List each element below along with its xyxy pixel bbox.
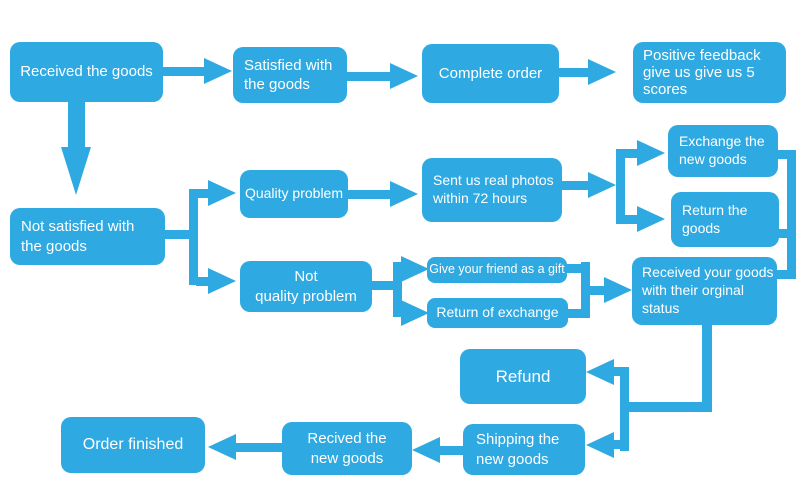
connector-notquality-feed — [372, 281, 397, 290]
arrowhead-right-icon — [390, 63, 418, 89]
node-return-goods: Return the goods — [671, 192, 779, 247]
node-label: Received your goods with their orginal s… — [642, 264, 774, 316]
arrowhead-right-icon — [588, 59, 616, 85]
arrow-merge-stem — [590, 286, 606, 295]
arrowhead-left-icon — [412, 437, 440, 463]
node-label: Positive feedback give us give us 5 scor… — [643, 46, 761, 99]
node-label: Not satisfied with the goods — [21, 218, 135, 255]
connector-notsatisfied-feed — [165, 230, 192, 239]
arrowhead-right-icon — [637, 140, 665, 166]
arrow-refund-stem — [612, 367, 624, 376]
node-label: Exchange the new goods — [679, 133, 765, 167]
node-label: Recived the new goods — [307, 430, 387, 467]
node-not-quality-problem: Not quality problem — [240, 261, 372, 312]
arrow-to-quality-stem — [196, 189, 210, 198]
connector-photos-bus — [616, 149, 625, 224]
node-order-finished: Order finished — [61, 417, 205, 473]
node-refund: Refund — [460, 349, 586, 404]
arrow-to-notquality-stem — [196, 277, 210, 286]
node-give-gift: Give your friend as a gift — [427, 257, 567, 283]
node-shipping: Shipping the new goods — [463, 424, 585, 475]
connector-gift-stub — [567, 264, 583, 273]
node-label: Shipping the new goods — [476, 431, 560, 468]
arrowhead-down-icon — [61, 147, 91, 195]
arrowhead-right-icon — [401, 300, 429, 326]
connector-down-horizontal — [620, 402, 712, 412]
arrow-recived-to-finished-stem — [236, 443, 282, 452]
node-positive-feedback: Positive feedback give us give us 5 scor… — [633, 42, 786, 103]
node-exchange-new-goods: Exchange the new goods — [668, 125, 778, 177]
node-label: Complete order — [438, 64, 543, 82]
node-complete-order: Complete order — [422, 44, 559, 103]
arrowhead-right-icon — [208, 268, 236, 294]
node-label: Not quality problem — [255, 268, 357, 305]
arrow-received-to-notsatisfied — [68, 100, 85, 150]
node-satisfied: Satisfied with the goods — [233, 47, 347, 103]
arrow-photos-stem — [562, 181, 590, 190]
node-quality-problem: Quality problem — [240, 170, 348, 218]
node-label: Satisfied with the goods — [244, 56, 333, 93]
node-label: Quality problem — [244, 185, 344, 202]
arrow-complete-to-feedback — [559, 68, 590, 77]
node-sent-photos: Sent us real photos within 72 hours — [422, 158, 562, 222]
connector-into-received-original — [777, 270, 796, 279]
connector-split-bus — [620, 367, 629, 451]
arrowhead-right-icon — [390, 181, 418, 207]
arrowhead-right-icon — [604, 277, 632, 303]
node-received-goods: Received the goods — [10, 42, 163, 102]
arrow-to-return-stem — [625, 215, 639, 224]
node-label: Give your friend as a gift — [429, 262, 565, 277]
arrowhead-left-icon — [586, 432, 614, 458]
arrow-satisfied-to-complete — [347, 72, 392, 81]
node-received-original: Received your goods with their orginal s… — [632, 257, 777, 325]
arrowhead-right-icon — [208, 180, 236, 206]
connector-notquality-bus — [393, 262, 402, 317]
connector-merge-bus — [581, 262, 590, 318]
connector-retexchange-stub — [568, 309, 583, 318]
arrow-received-to-satisfied — [163, 67, 206, 76]
node-recived: Recived the new goods — [282, 422, 412, 475]
node-label: Refund — [495, 366, 551, 386]
node-label: Order finished — [82, 435, 184, 453]
arrow-to-exchange-stem — [625, 149, 639, 158]
connector-notsatisfied-bus — [189, 189, 198, 285]
arrowhead-right-icon — [401, 256, 429, 282]
connector-right-bus — [787, 150, 796, 278]
arrowhead-left-icon — [208, 434, 236, 460]
node-not-satisfied: Not satisfied with the goods — [10, 208, 165, 265]
node-label: Received the goods — [20, 63, 153, 81]
arrow-shipping-to-recived-stem — [438, 446, 463, 455]
node-label: Return the goods — [682, 201, 748, 236]
node-return-exchange: Return of exchange — [427, 298, 568, 328]
arrowhead-right-icon — [637, 206, 665, 232]
node-label: Return of exchange — [436, 304, 559, 321]
arrow-quality-to-photos — [348, 190, 392, 199]
arrowhead-right-icon — [588, 172, 616, 198]
arrow-shipping-stem — [612, 440, 624, 449]
arrowhead-right-icon — [204, 58, 232, 84]
node-label: Sent us real photos within 72 hours — [433, 172, 554, 206]
arrowhead-left-icon — [586, 359, 614, 385]
connector-original-down — [702, 325, 712, 411]
